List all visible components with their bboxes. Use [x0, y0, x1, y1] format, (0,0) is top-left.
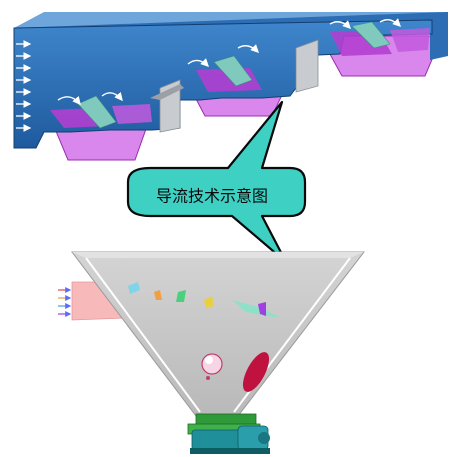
- callout-label: 导流技术示意图: [156, 187, 268, 206]
- funnel-body: [70, 251, 366, 417]
- motor-base: [190, 448, 270, 454]
- arrow-right-icon: [16, 40, 32, 132]
- stepped-duct-assembly: [13, 12, 448, 161]
- baffle-1: [77, 95, 117, 129]
- hopper-plate-1b: [112, 104, 152, 124]
- duct-stepped-body: [14, 12, 448, 60]
- sphere-highlight: [205, 356, 213, 364]
- motor-shaft: [258, 432, 270, 444]
- baffle-3: [351, 21, 391, 49]
- funnel-edge-left: [85, 257, 201, 413]
- crimson-blob: [242, 352, 270, 392]
- funnel-rim: [72, 252, 364, 258]
- curved-arrow-icon: [57, 18, 401, 106]
- motor-body: [191, 429, 243, 451]
- inlet-arrow-icon: [58, 287, 72, 317]
- callout-shape: [126, 100, 307, 264]
- sphere-marker: [201, 353, 223, 375]
- sphere-dot: [206, 376, 210, 380]
- funnel-assembly: [58, 251, 366, 454]
- step-riser-2: [295, 39, 319, 93]
- particle-traces: [128, 282, 280, 318]
- step-tread-1: [150, 84, 184, 100]
- callout-bubble: 导流技术示意图: [126, 100, 307, 264]
- baffle-2: [213, 55, 253, 87]
- hopper-plate-3b: [390, 28, 430, 52]
